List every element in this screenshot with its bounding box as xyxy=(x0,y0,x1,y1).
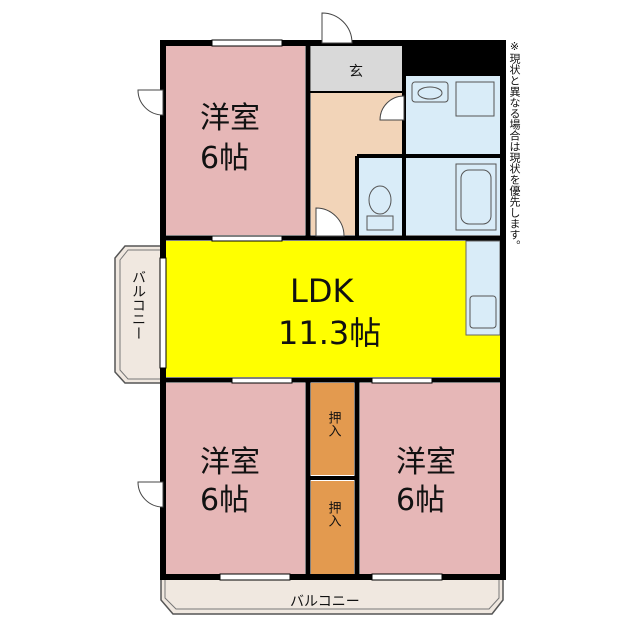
toilet-icon xyxy=(366,185,394,231)
balcony-side-label: バルコニー xyxy=(130,270,146,340)
closet-upper-label: 押入 xyxy=(326,411,342,437)
western-room-bottom-left-size: 6帖 xyxy=(200,483,249,518)
windows xyxy=(159,39,443,581)
western-room-bottom-right-size: 6帖 xyxy=(396,483,445,518)
disclaimer-note: ※現状と異なる場合は現状を優先します。 xyxy=(508,40,521,251)
ldk-room xyxy=(166,241,500,377)
entrance-area xyxy=(311,46,404,92)
western-room-bottom-left xyxy=(166,383,305,574)
stove-icon xyxy=(469,295,497,329)
washing-machine-icon xyxy=(455,81,495,117)
western-room-bottom-left-name: 洋室 xyxy=(200,445,260,480)
storage-black xyxy=(404,46,500,76)
balcony-bottom-label: バルコニー xyxy=(290,594,360,610)
western-room-bottom-right-name: 洋室 xyxy=(396,445,456,480)
western-room-bottom-right xyxy=(360,383,500,574)
entrance-label: 玄 xyxy=(349,63,363,80)
walls xyxy=(160,40,506,580)
closet-lower-label: 押入 xyxy=(326,501,342,527)
western-room-top-size: 6帖 xyxy=(200,141,249,176)
washbasin-icon xyxy=(411,81,449,103)
ldk-size: 11.3帖 xyxy=(278,314,381,352)
western-room-top xyxy=(166,46,305,235)
western-room-top-name: 洋室 xyxy=(200,101,260,136)
closet-lower xyxy=(311,481,354,574)
ldk-name: LDK xyxy=(290,272,354,310)
doors xyxy=(137,12,405,508)
closet-upper xyxy=(311,383,354,475)
bathtub-icon xyxy=(455,163,497,231)
